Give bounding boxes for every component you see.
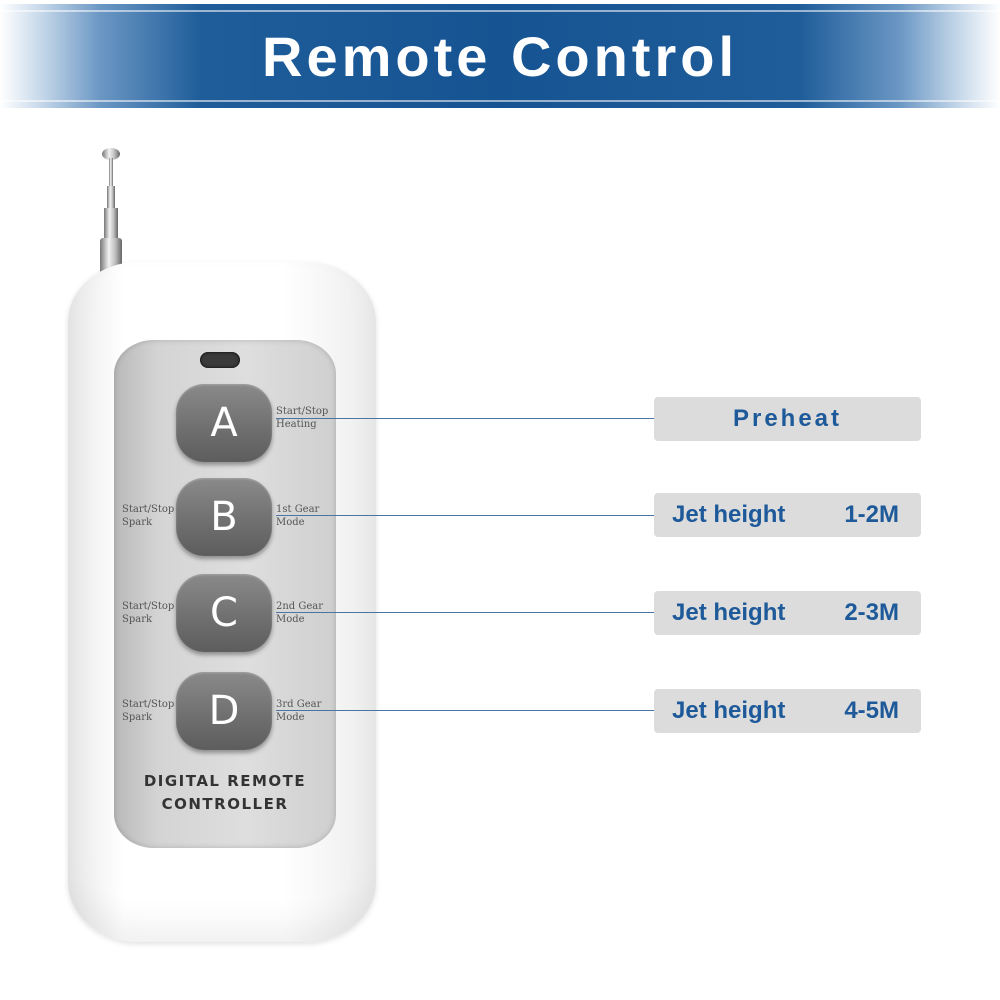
header-banner: Remote Control [0,4,1000,108]
brand-line-2: CONTROLLER [161,795,289,813]
callout-label: Jet height [672,599,786,626]
connector-line-d [276,710,656,711]
callout-jet-height-1: Jet height 1-2M [654,493,921,537]
callout-preheat: Preheat [654,397,921,441]
callout-label: Jet height [672,697,786,724]
connector-line-b [276,515,656,516]
connector-line-a [276,418,656,419]
banner-top-line [0,10,1000,12]
callout-value: 4-5M [844,697,899,724]
key-d[interactable]: D [176,672,272,750]
callout-preheat-text: Preheat [732,405,843,432]
brand-line-1: DIGITAL REMOTE [143,772,307,790]
callout-label: Jet height [672,501,786,528]
callout-value: 1-2M [844,501,899,528]
key-a[interactable]: A [176,384,272,462]
callout-jet-height-2: Jet height 2-3M [654,591,921,635]
callout-value: 2-3M [844,599,899,626]
callout-jet-height-3: Jet height 4-5M [654,689,921,733]
key-c[interactable]: C [176,574,272,652]
page-title: Remote Control [262,24,738,88]
indicator-led [200,352,240,368]
banner-bottom-line [0,100,1000,102]
key-b[interactable]: B [176,478,272,556]
connector-line-c [276,612,656,613]
